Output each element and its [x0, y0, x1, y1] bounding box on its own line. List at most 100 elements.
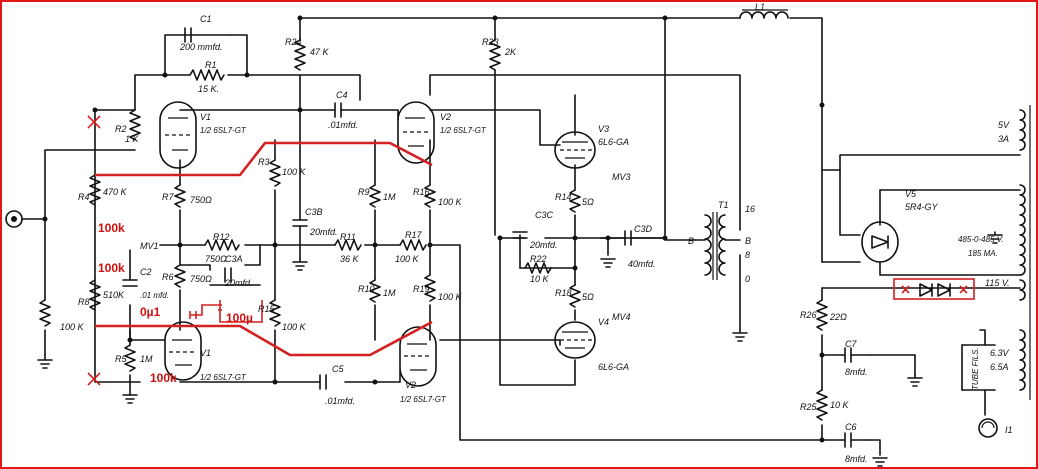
label-c3d: C3D — [634, 224, 653, 234]
added-diodes — [919, 283, 951, 297]
capacitor-c2 — [122, 279, 138, 287]
label-c1-value: 200 mmfd. — [179, 42, 223, 52]
resistor-r8 — [89, 279, 101, 311]
resistor-r18 — [569, 284, 581, 308]
capacitor-c6 — [844, 432, 852, 448]
label-r8: R8 — [78, 297, 90, 307]
resistor-r10 — [369, 279, 381, 303]
label-r9-value: 1M — [383, 192, 396, 202]
label-r8-value: 510K — [103, 290, 125, 300]
label-c2-value: .01 mfd. — [140, 291, 169, 300]
ground-symbol — [872, 457, 888, 467]
label-v1-top-type: 1/2 6SL7-GT — [200, 126, 247, 135]
red-annotations — [87, 115, 975, 386]
label-r26-value: 22Ω — [829, 312, 847, 322]
label-5v: 5V — [998, 120, 1010, 130]
annotation-100u: 100µ — [226, 311, 253, 325]
label-r1: R1 — [205, 60, 217, 70]
label-t-b-right: B — [745, 236, 751, 246]
red-rewire-top — [95, 141, 433, 177]
grounds — [37, 231, 1003, 467]
inductor-l1 — [739, 11, 789, 19]
resistor-r4 — [89, 174, 101, 206]
label-t-b-left: B — [688, 236, 694, 246]
label-r24-value: 47 K — [310, 47, 330, 57]
label-c1: C1 — [200, 14, 212, 24]
power-transformer-5v — [1019, 109, 1026, 151]
tube-v2-top — [397, 101, 435, 164]
label-r5-value: 1M — [140, 354, 153, 364]
label-r3: R3 — [258, 157, 270, 167]
label-c3a: C3A — [225, 254, 243, 264]
label-r6: R6 — [162, 272, 174, 282]
pilot-lamp-i1 — [978, 418, 998, 438]
label-tube-fils: TUBE FILS. — [971, 347, 980, 390]
label-hv: 485-0-485 V. — [958, 235, 1004, 244]
label-i1: I1 — [1005, 425, 1013, 435]
label-r6-value: 750Ω — [190, 274, 212, 284]
label-c3c: C3C — [535, 210, 554, 220]
label-v2-top-type: 1/2 6SL7-GT — [440, 126, 487, 135]
junction-dots — [42, 15, 825, 443]
ground-symbol — [600, 258, 616, 268]
red-box-rectifier — [893, 278, 975, 300]
resistor-r6 — [174, 264, 186, 288]
label-v5-type: 5R4-GY — [905, 202, 939, 212]
label-r14-value: 5Ω — [582, 197, 594, 207]
label-r14: R14 — [555, 192, 572, 202]
label-r1-value: 15 K. — [198, 84, 219, 94]
label-r23-value: 2K — [504, 47, 517, 57]
capacitor-c3a — [224, 267, 232, 283]
component-labels: C1 200 mmfd. R1 15 K. R2 1 K R24 47 K R2… — [60, 2, 1013, 464]
resistor-r22 — [524, 262, 552, 274]
resistor-r7 — [174, 184, 186, 208]
resistor-r3 — [269, 159, 281, 187]
input-jack-inner — [11, 216, 17, 222]
resistor-r2 — [129, 109, 141, 141]
resistors — [39, 39, 828, 421]
annotation-100k-bottom: 100k — [150, 371, 177, 385]
label-3a: 3A — [998, 134, 1009, 144]
resistor-r16 — [424, 184, 436, 208]
label-r7: R7 — [162, 192, 174, 202]
resistor-r26 — [816, 299, 828, 331]
annotation-100k-upper: 100k — [98, 221, 125, 235]
label-c6: C6 — [845, 422, 857, 432]
ground-symbol — [292, 257, 308, 271]
red-cap-0u1 — [189, 304, 222, 319]
tube-v5 — [861, 221, 899, 263]
label-v4: V4 — [598, 317, 609, 327]
label-r9: R9 — [358, 187, 370, 197]
label-c5-value: .01mfd. — [325, 396, 355, 406]
label-v2-bottom-type: 1/2 6SL7-GT — [400, 395, 447, 404]
label-c3b-value: 20mfd. — [309, 227, 338, 237]
label-r19-value: 100 K — [438, 292, 463, 302]
label-r16: R16 — [413, 187, 430, 197]
label-v5: V5 — [905, 189, 917, 199]
label-r3-value: 100 K — [282, 167, 307, 177]
capacitor-c1 — [184, 27, 192, 43]
resistor-r23 — [489, 39, 501, 71]
resistor-r25 — [816, 389, 828, 421]
label-c3b: C3B — [305, 207, 323, 217]
tube-v3 — [554, 131, 596, 169]
label-r26: R26 — [800, 310, 817, 320]
label-v1-top: V1 — [200, 112, 211, 122]
annotation-0u1: 0µ1 — [140, 305, 161, 319]
resistor-r11 — [334, 239, 362, 251]
label-r2-value: 1 K — [125, 134, 140, 144]
label-v2-bottom: V2 — [405, 380, 416, 390]
label-mv4: MV4 — [612, 312, 631, 322]
resistor-r19 — [424, 274, 436, 302]
tube-v1-top — [159, 101, 197, 169]
label-c2: C2 — [140, 267, 152, 277]
power-transformer-6v3 — [1019, 329, 1026, 391]
resistor-r14 — [569, 189, 581, 213]
power-transformer-115 — [1019, 279, 1026, 301]
tube-v2-bottom — [399, 326, 437, 387]
wiring — [5, 17, 1021, 456]
label-r11: R11 — [340, 232, 356, 242]
red-rewire-bottom — [95, 320, 433, 357]
label-t1: T1 — [718, 200, 729, 210]
